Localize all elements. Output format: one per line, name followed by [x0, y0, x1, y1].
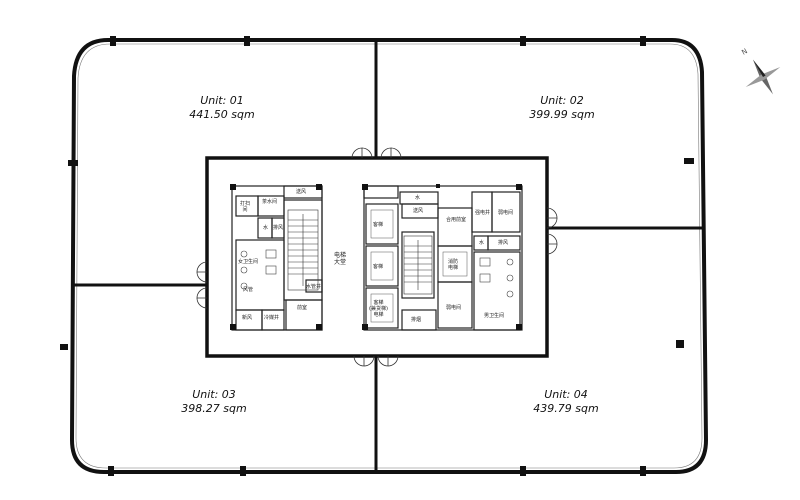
room-fresh-air-2: 新风 — [242, 315, 253, 321]
room-exhaust-3: 排烟 — [411, 317, 422, 323]
room-strong-elec: 强电井 — [475, 210, 491, 216]
unit-04-label: Unit: 04 439.79 sqm — [496, 388, 636, 416]
lobby-line-1: 电梯 — [334, 252, 347, 259]
unit-04-name: Unit: 04 — [544, 388, 588, 401]
room-cleaning: 打扫 间 — [240, 201, 251, 213]
unit-03-label: Unit: 03 398.27 sqm — [144, 388, 284, 416]
unit-01-label: Unit: 01 441.50 sqm — [152, 94, 292, 122]
room-water-pipe: 水管井 — [306, 284, 322, 290]
demising-walls — [72, 40, 704, 472]
doors — [196, 147, 558, 367]
room-exhaust-2: 排风 — [498, 240, 509, 246]
room-water-1: 水 — [263, 225, 269, 231]
room-weak-elec-2: 弱电间 — [446, 305, 462, 311]
unit-01-name: Unit: 01 — [200, 94, 244, 107]
left-stair — [287, 209, 319, 291]
unit-03-name: Unit: 03 — [192, 388, 236, 401]
room-female-wc: 女卫生间 — [238, 259, 259, 265]
north-arrow-icon — [745, 59, 781, 95]
room-shared-front: 合用前室 — [446, 217, 467, 223]
room-duct-1: 风管 — [243, 287, 254, 293]
room-elevator-2: 客梯 — [373, 264, 384, 270]
room-water-3: 水 — [479, 240, 485, 246]
room-male-wc: 男卫生间 — [484, 313, 505, 319]
room-exhaust-1: 排风 — [273, 225, 284, 231]
unit-01-area: 441.50 sqm — [189, 108, 255, 121]
room-freight-elevator: 客梯 (兼货梯) 电梯 — [369, 300, 388, 318]
room-water-2: 水 — [415, 195, 421, 201]
right-core-fixtures — [362, 184, 522, 330]
left-core-fixtures — [230, 184, 322, 330]
unit-02-label: Unit: 02 399.99 sqm — [492, 94, 632, 122]
outer-wall — [69, 38, 709, 474]
core-wall — [205, 156, 549, 358]
unit-03-area: 398.27 sqm — [181, 402, 247, 415]
unit-02-area: 399.99 sqm — [529, 108, 595, 121]
room-fresh-air-1: 送风 — [296, 189, 307, 195]
lobby-line-2: 大堂 — [334, 259, 347, 266]
elevator-cars — [370, 209, 468, 323]
right-stair — [403, 235, 433, 295]
facade-line — [75, 43, 703, 469]
room-weak-elec: 弱电间 — [498, 210, 514, 216]
room-fresh-air-3: 送风 — [413, 208, 424, 214]
room-elevator-1: 客梯 — [373, 222, 384, 228]
lift-lobby-label: 电梯 大堂 — [334, 252, 346, 266]
wc-fixtures-left — [240, 249, 277, 290]
room-front: 前室 — [297, 305, 308, 311]
wc-fixtures-right — [479, 257, 514, 298]
room-ac-shaft: 冷媒井 — [264, 315, 280, 321]
right-core-rooms — [363, 185, 523, 331]
room-tea: 茶水间 — [262, 199, 278, 205]
unit-04-area: 439.79 sqm — [533, 402, 599, 415]
room-fire-elevator: 消防 电梯 — [448, 259, 459, 271]
unit-02-name: Unit: 02 — [540, 94, 584, 107]
columns — [60, 36, 694, 476]
left-core-rooms — [231, 185, 323, 331]
